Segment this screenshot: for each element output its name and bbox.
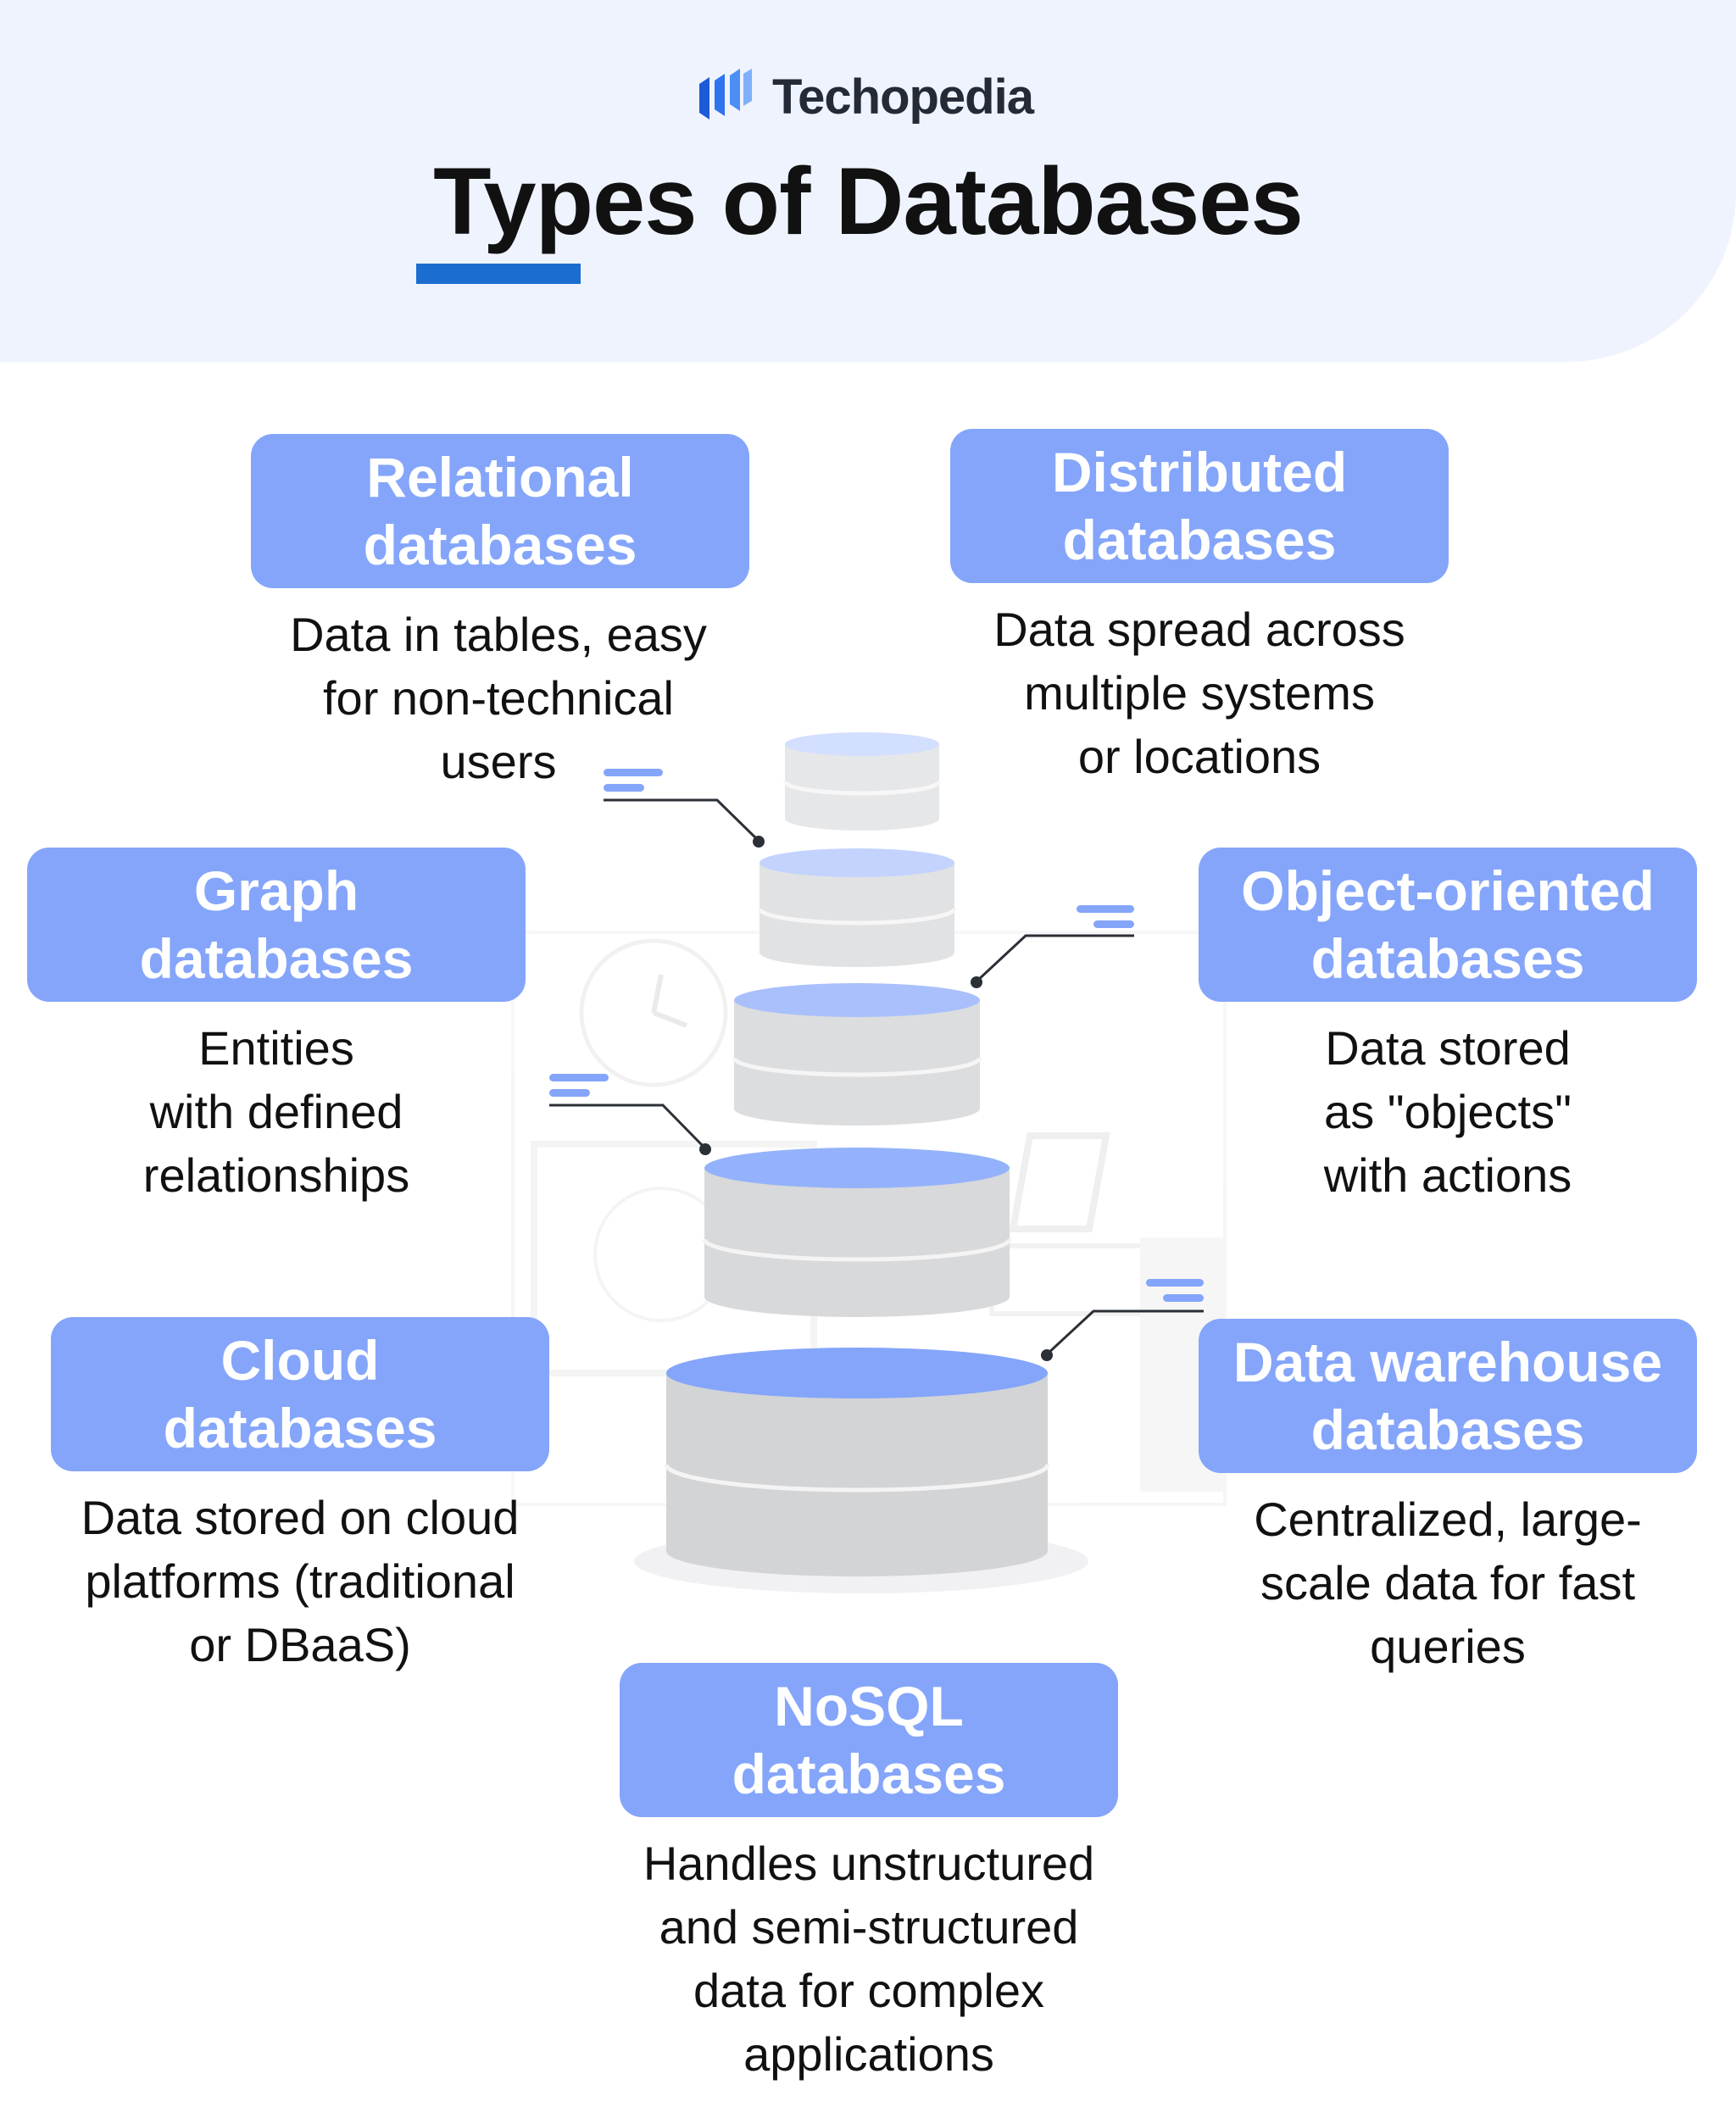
database-cylinder-5 [664, 1348, 1050, 1576]
desc-object-oriented: Data stored as "objects" with actions [1323, 1021, 1572, 1202]
clock-icon [579, 938, 728, 1087]
card-distributed: Distributed databases [950, 429, 1449, 583]
card-cloud: Cloud databases [51, 1317, 549, 1471]
database-cylinder-1 [782, 732, 942, 831]
dash-marker [1077, 905, 1134, 913]
card-graph: Graph databases [27, 848, 526, 1002]
desc-relational: Data in tables, easy for non-technical u… [290, 608, 707, 788]
brand-logo: Techopedia [699, 63, 1034, 131]
connector-line-graph [549, 1103, 707, 1150]
dash-marker [1163, 1294, 1204, 1302]
desc-graph: Entities with defined relationships [142, 1021, 410, 1202]
connector-dot [971, 976, 982, 988]
desc-distributed: Data spread across multiple systems or l… [993, 603, 1405, 783]
connector-line-relational [604, 798, 760, 842]
techopedia-logo-icon [699, 69, 752, 120]
connector-dot [699, 1143, 711, 1155]
connector-dot [753, 836, 765, 848]
page-title: Types of Databases [433, 148, 1304, 254]
database-cylinder-4 [702, 1148, 1012, 1317]
connector-dot [1041, 1349, 1053, 1361]
card-data-warehouse: Data warehouse databases [1199, 1319, 1697, 1473]
dash-marker [604, 784, 644, 792]
connector-line-data-warehouse [1045, 1309, 1204, 1356]
connector-line-object-oriented [975, 934, 1134, 983]
title-underline [416, 264, 581, 284]
desc-nosql: Handles unstructured and semi-structured… [643, 1837, 1095, 2081]
desc-cloud: Data stored on cloud platforms (traditio… [81, 1491, 520, 1671]
dash-marker [1093, 920, 1134, 928]
dash-marker [1146, 1279, 1204, 1287]
card-object-oriented: Object-oriented databases [1199, 848, 1697, 1002]
database-cylinder-2 [757, 848, 957, 967]
desc-data-warehouse: Centralized, large- scale data for fast … [1254, 1493, 1642, 1673]
dash-marker [549, 1089, 590, 1097]
card-nosql: NoSQL databases [620, 1663, 1118, 1817]
header-background [0, 0, 1736, 362]
dash-marker [549, 1074, 609, 1081]
card-relational: Relational databases [251, 434, 749, 588]
brand-name: Techopedia [772, 69, 1034, 125]
database-cylinder-3 [732, 983, 982, 1126]
dash-marker [604, 769, 663, 776]
